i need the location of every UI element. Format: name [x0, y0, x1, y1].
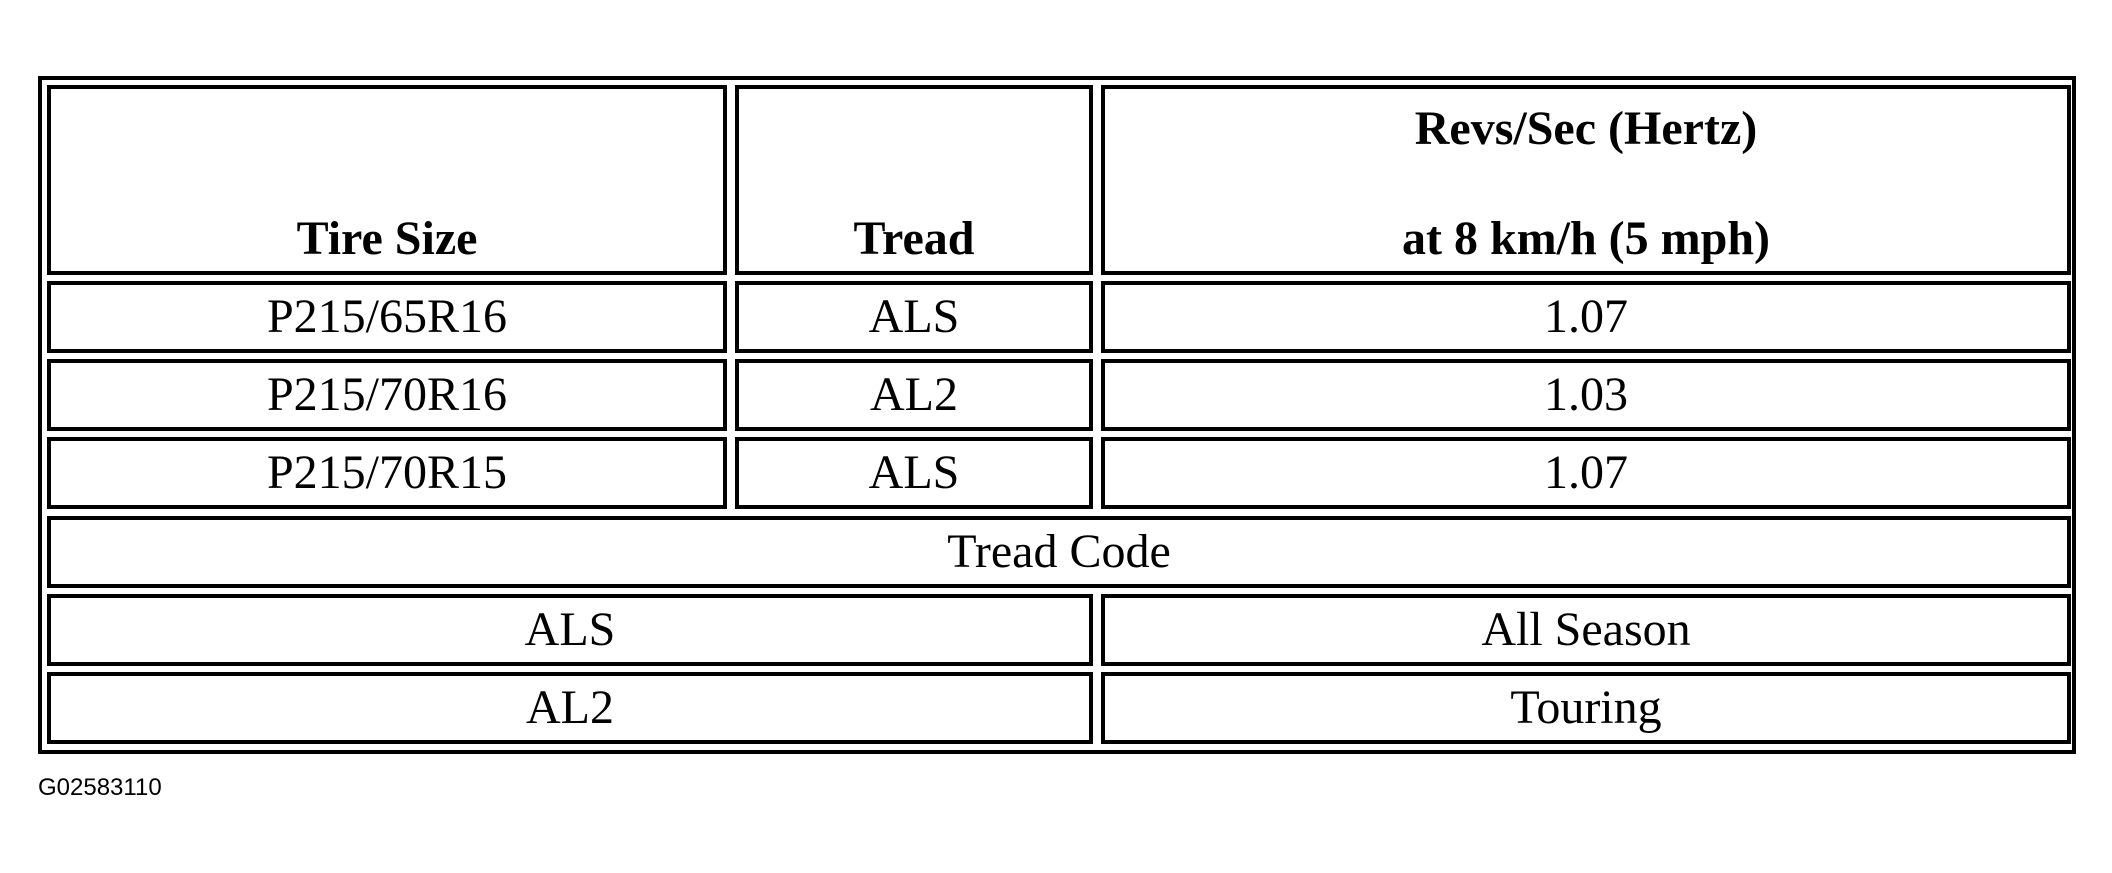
- header-revs-line1: Revs/Sec (Hertz): [1414, 102, 1758, 155]
- tire-revs-table: Tire Size Tread Revs/Sec (Hertz) at 8 km…: [38, 76, 2076, 754]
- table-row-3-tread: ALS: [735, 437, 1093, 509]
- cell-text: P215/70R15: [266, 446, 508, 499]
- header-tire-size-label: Tire Size: [296, 212, 478, 265]
- tread-code-title-text: Tread Code: [947, 525, 1171, 578]
- table-row-1-tread: ALS: [735, 281, 1093, 353]
- cell-text: ALS: [868, 290, 960, 343]
- tread-code-row-2-code: AL2: [47, 672, 1093, 744]
- cell-text: ALS: [868, 446, 960, 499]
- table-row-3-tire-size: P215/70R15: [47, 437, 727, 509]
- cell-text: AL2: [870, 368, 958, 421]
- table-row-2-revs: 1.03: [1101, 359, 2071, 431]
- tread-code-row-1-description: All Season: [1101, 594, 2071, 666]
- tread-code-row-1-code: ALS: [47, 594, 1093, 666]
- header-tread: Tread: [735, 85, 1093, 275]
- figure-id: G02583110: [38, 774, 162, 801]
- cell-text: P215/70R16: [266, 368, 508, 421]
- cell-text: ALS: [524, 603, 616, 656]
- header-tire-size: Tire Size: [47, 85, 727, 275]
- cell-text: 1.03: [1544, 368, 1628, 421]
- tread-code-row-2-description: Touring: [1101, 672, 2071, 744]
- header-revs-line2: at 8 km/h (5 mph): [1401, 212, 1771, 265]
- cell-text: Touring: [1510, 681, 1662, 734]
- table-row-1-revs: 1.07: [1101, 281, 2071, 353]
- table-row-1-tire-size: P215/65R16: [47, 281, 727, 353]
- header-tread-label: Tread: [853, 212, 975, 265]
- header-revs-per-sec: Revs/Sec (Hertz) at 8 km/h (5 mph): [1101, 85, 2071, 275]
- table-row-2-tread: AL2: [735, 359, 1093, 431]
- tread-code-title: Tread Code: [47, 516, 2071, 588]
- cell-text: 1.07: [1544, 290, 1628, 343]
- cell-text: All Season: [1481, 603, 1691, 656]
- table-row-3-revs: 1.07: [1101, 437, 2071, 509]
- cell-text: 1.07: [1544, 446, 1628, 499]
- cell-text: AL2: [526, 681, 614, 734]
- cell-text: P215/65R16: [266, 290, 508, 343]
- table-row-2-tire-size: P215/70R16: [47, 359, 727, 431]
